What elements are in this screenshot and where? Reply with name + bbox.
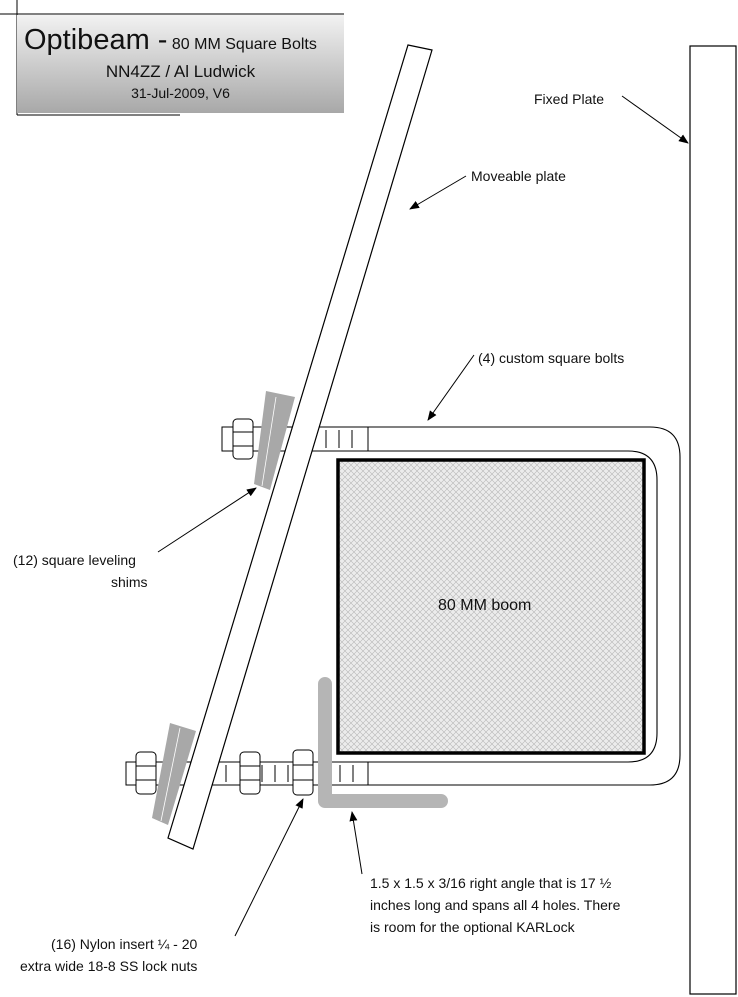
label-boom: 80 MM boom (438, 597, 532, 614)
label-angle-2: inches long and spans all 4 holes. There (370, 897, 621, 913)
leader-fixed-plate (621, 95, 689, 144)
leader-shims (157, 487, 257, 553)
lock-nut (232, 418, 254, 460)
leader-square-bolts (427, 354, 475, 421)
title-sub: 80 MM Square Bolts (171, 36, 317, 53)
boom (336, 458, 646, 755)
label-square-bolts: (4) custom square bolts (478, 350, 625, 366)
square-bolt-outline (126, 426, 681, 786)
leader-nuts (234, 798, 304, 937)
leader-lines (157, 95, 689, 937)
title-main: Optibeam - (24, 24, 168, 56)
moveable-plate (167, 44, 433, 850)
label-shims-1: (12) square leveling (13, 552, 136, 568)
label-angle-3: is room for the optional KARLock (370, 919, 575, 935)
title-date: 31-Jul-2009, V6 (131, 85, 230, 101)
square-bolt-outline-inner (126, 450, 658, 763)
label-fixed-plate: Fixed Plate (534, 91, 605, 107)
right-angle (318, 677, 448, 808)
lock-nut (239, 751, 261, 795)
lock-nut (292, 749, 314, 796)
title-line: Optibeam - 80 MM Square Bolts (24, 24, 317, 57)
fixed-plate (689, 45, 737, 995)
label-nuts-2: extra wide 18-8 SS lock nuts (20, 958, 198, 974)
shim (254, 391, 295, 490)
shim (152, 723, 196, 825)
leader-moveable-plate (409, 175, 467, 210)
title-author: NN4ZZ / Al Ludwick (105, 62, 256, 81)
leader-angle (349, 811, 363, 875)
label-nuts-1: (16) Nylon insert ¼ - 20 (51, 936, 198, 952)
lock-nut (135, 751, 157, 795)
title-block: Optibeam - 80 MM Square Bolts NN4ZZ / Al… (17, 15, 344, 113)
label-shims-2: shims (111, 574, 148, 590)
label-moveable-plate: Moveable plate (471, 168, 566, 184)
label-angle-1: 1.5 x 1.5 x 3/16 right angle that is 17 … (370, 875, 612, 891)
